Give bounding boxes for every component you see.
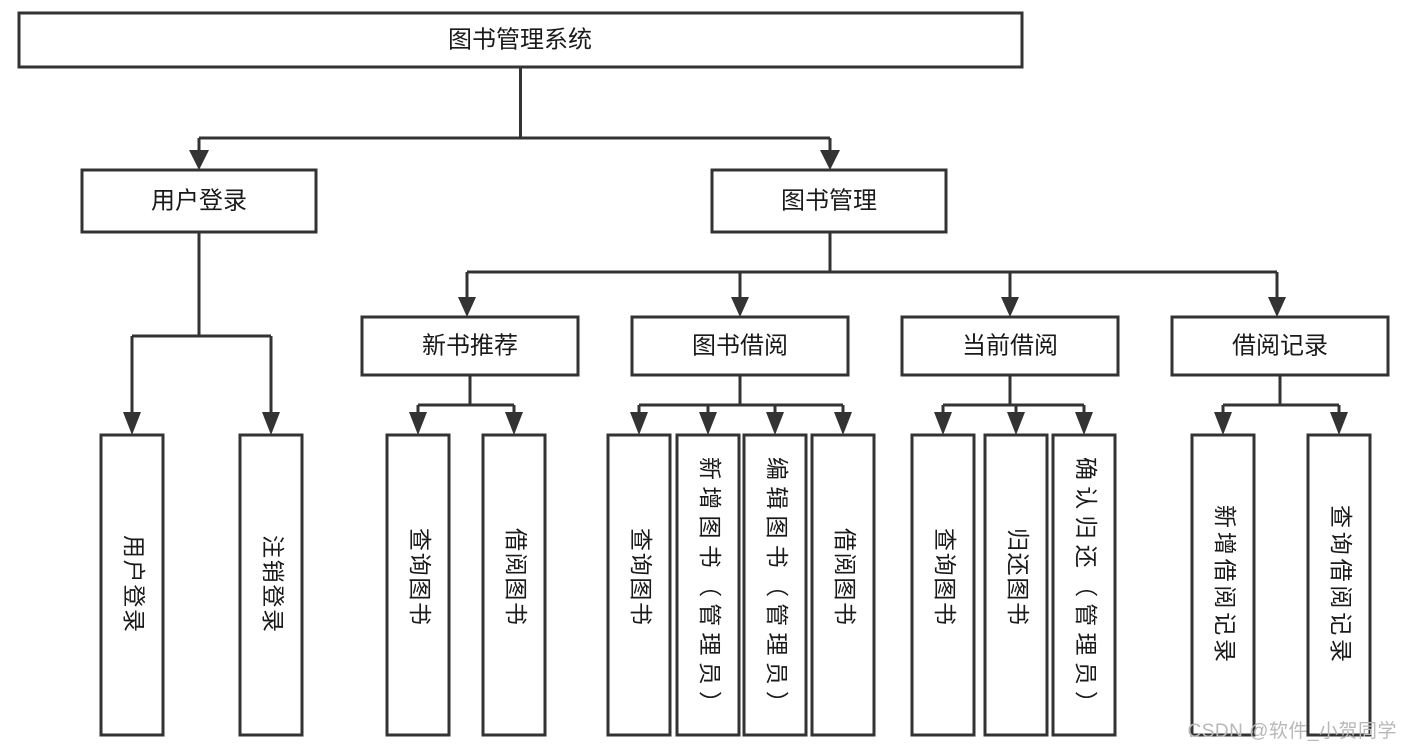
node-borrow-record[interactable]: 借阅记录	[1170, 315, 1390, 377]
arrow-head-user-login	[189, 150, 209, 170]
leaf-return-book-label: 归还图书	[1005, 528, 1031, 628]
leaf-add-borrow-record[interactable]: 新增借阅记录	[1190, 433, 1256, 737]
leaf-query-borrow-record-label: 查询借阅记录	[1328, 505, 1354, 665]
connector-layer	[123, 67, 1348, 435]
node-root-label: 图书管理系统	[448, 26, 592, 53]
leaf-add-book-admin[interactable]: 新增图书（管理员）	[675, 433, 741, 737]
node-new-book-recommend[interactable]: 新书推荐	[360, 315, 580, 377]
leaf-edit-book-admin-label: 编辑图书（管理员）	[764, 457, 790, 717]
leaf-logout[interactable]: 注销登录	[238, 433, 304, 737]
leaf-borrow-book-borrow-box[interactable]	[810, 433, 876, 737]
leaf-edit-book-admin-box[interactable]	[742, 433, 808, 737]
leaf-query-book-newbook-label: 查询图书	[407, 528, 433, 628]
leaf-query-book-borrow[interactable]: 查询图书	[606, 433, 672, 737]
leaf-return-book-box[interactable]	[983, 433, 1049, 737]
node-user-login[interactable]: 用户登录	[80, 168, 318, 234]
csdn-watermark: CSDN @软件_小贺同学	[1187, 721, 1397, 742]
arrow-head-borrow	[731, 297, 749, 317]
leaf-borrow-book-borrow[interactable]: 借阅图书	[810, 433, 876, 737]
leaf-logout-box[interactable]	[238, 433, 304, 737]
leaf-user-login-label: 用户登录	[121, 535, 147, 635]
leaf-borrow-book-newbook-label: 借阅图书	[503, 528, 529, 628]
arrow-head-new-book	[458, 297, 476, 317]
node-current-borrow-box[interactable]	[900, 315, 1120, 377]
leaf-query-book-newbook-box[interactable]	[385, 433, 451, 737]
leaf-logout-label: 注销登录	[260, 535, 286, 635]
node-current-borrow-label: 当前借阅	[962, 332, 1058, 359]
leaf-query-book-current-label: 查询图书	[932, 528, 958, 628]
leaf-query-book-current-box[interactable]	[910, 433, 976, 737]
node-current-borrow[interactable]: 当前借阅	[900, 315, 1120, 377]
leaf-add-borrow-record-box[interactable]	[1190, 433, 1256, 737]
leaf-return-book[interactable]: 归还图书	[983, 433, 1049, 737]
node-user-login-label: 用户登录	[151, 187, 247, 214]
leaf-edit-book-admin[interactable]: 编辑图书（管理员）	[742, 433, 808, 737]
leaf-query-book-current[interactable]: 查询图书	[910, 433, 976, 737]
node-book-borrow[interactable]: 图书借阅	[630, 315, 850, 377]
arrow-head-leaf-add-record	[1214, 412, 1232, 435]
node-root-box[interactable]	[17, 11, 1024, 69]
leaf-confirm-return-admin-label: 确认归还（管理员）	[1073, 457, 1099, 717]
arrow-head-leaf-logout	[262, 412, 280, 435]
arrow-head-leaf-edit-book	[766, 412, 784, 435]
leaf-borrow-book-newbook-box[interactable]	[481, 433, 547, 737]
arrow-head-leaf-borrow-book-1	[505, 412, 523, 435]
leaf-borrow-book-borrow-label: 借阅图书	[832, 528, 858, 628]
node-user-login-box[interactable]	[80, 168, 318, 234]
arrow-head-current	[1001, 297, 1019, 317]
node-new-book-recommend-box[interactable]	[360, 315, 580, 377]
arrow-head-leaf-borrow-book-2	[834, 412, 852, 435]
arrow-head-leaf-query-record	[1330, 412, 1348, 435]
node-new-book-recommend-label: 新书推荐	[422, 332, 518, 359]
arrow-head-leaf-query-book-1	[409, 412, 427, 435]
arrow-head-record	[1268, 297, 1286, 317]
node-book-management-box[interactable]	[710, 168, 948, 234]
leaf-borrow-book-newbook[interactable]: 借阅图书	[481, 433, 547, 737]
arrow-head-leaf-confirm-return	[1075, 412, 1093, 435]
node-root[interactable]: 图书管理系统	[17, 11, 1024, 69]
leaf-confirm-return-admin-box[interactable]	[1051, 433, 1117, 737]
leaf-add-book-admin-label: 新增图书（管理员）	[697, 457, 723, 717]
leaf-query-book-newbook[interactable]: 查询图书	[385, 433, 451, 737]
arrow-head-leaf-user-login	[123, 412, 141, 435]
arrow-head-leaf-return-book	[1007, 412, 1025, 435]
leaf-add-book-admin-box[interactable]	[675, 433, 741, 737]
node-borrow-record-box[interactable]	[1170, 315, 1390, 377]
arrow-head-book-mgmt	[820, 150, 840, 170]
arrow-head-leaf-add-book	[699, 412, 717, 435]
node-book-management-label: 图书管理	[781, 187, 877, 214]
leaf-user-login-box[interactable]	[99, 433, 165, 737]
leaf-user-login[interactable]: 用户登录	[99, 433, 165, 737]
node-borrow-record-label: 借阅记录	[1232, 332, 1328, 359]
leaf-confirm-return-admin[interactable]: 确认归还（管理员）	[1051, 433, 1117, 737]
arrow-head-leaf-query-book-3	[934, 412, 952, 435]
arrow-head-leaf-query-book-2	[630, 412, 648, 435]
leaf-query-borrow-record[interactable]: 查询借阅记录	[1306, 433, 1372, 737]
node-book-management[interactable]: 图书管理	[710, 168, 948, 234]
node-book-borrow-label: 图书借阅	[692, 332, 788, 359]
leaf-add-borrow-record-label: 新增借阅记录	[1212, 505, 1238, 665]
node-book-borrow-box[interactable]	[630, 315, 850, 377]
leaf-query-book-borrow-label: 查询图书	[628, 528, 654, 628]
leaf-query-book-borrow-box[interactable]	[606, 433, 672, 737]
leaf-query-borrow-record-box[interactable]	[1306, 433, 1372, 737]
